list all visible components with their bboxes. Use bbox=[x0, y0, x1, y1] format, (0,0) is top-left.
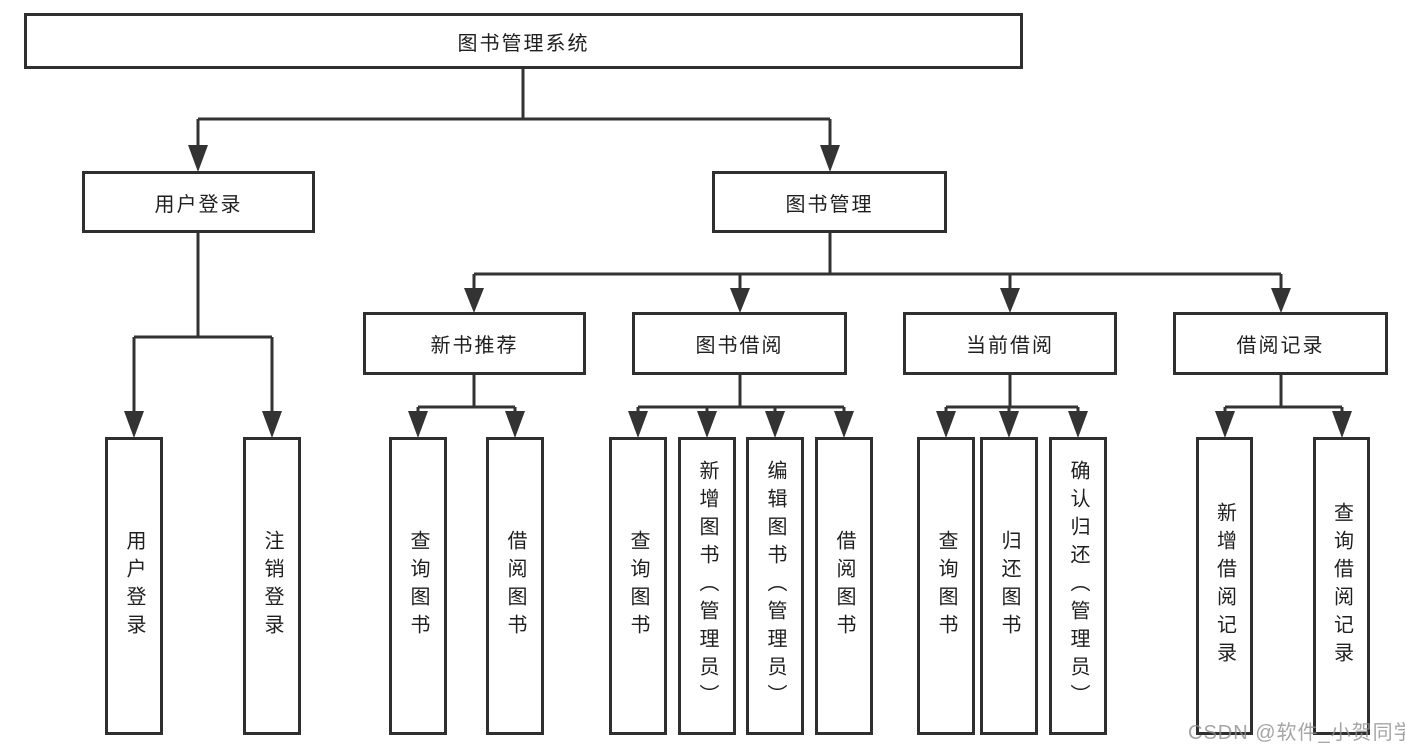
leaf-logout: 注销登录 bbox=[243, 437, 301, 735]
arrowheads bbox=[124, 145, 1352, 438]
node-label: 当前借阅 bbox=[966, 335, 1054, 357]
leaf-records-query-record: 查询借阅记录 bbox=[1313, 437, 1370, 735]
node-library-management-system: 图书管理系统 bbox=[24, 13, 1023, 69]
leaf-user-login: 用户登录 bbox=[105, 437, 163, 735]
node-new-book-recommendation: 新书推荐 bbox=[363, 312, 586, 375]
node-label: 借阅图书 bbox=[504, 530, 526, 642]
node-label: 借阅记录 bbox=[1236, 335, 1325, 357]
leaf-borrowing-add-book-admin: 新增图书（管理员） bbox=[678, 437, 736, 735]
connector-segments bbox=[132, 69, 1344, 413]
node-label: 用户登录 bbox=[123, 530, 145, 642]
leaf-borrowing-edit-book-admin: 编辑图书（管理员） bbox=[746, 437, 804, 735]
node-label: 图书借阅 bbox=[695, 335, 784, 357]
node-label: 查询图书 bbox=[407, 530, 429, 642]
node-label: 归还图书 bbox=[998, 530, 1020, 642]
leaf-current-return-books: 归还图书 bbox=[980, 437, 1038, 735]
node-label: 查询图书 bbox=[935, 530, 957, 642]
node-book-borrowing: 图书借阅 bbox=[632, 312, 847, 375]
node-borrowing-records: 借阅记录 bbox=[1173, 312, 1388, 375]
node-label: 新增借阅记录 bbox=[1213, 502, 1236, 670]
csdn-watermark: CSDN @软件_小贺同学 bbox=[1188, 722, 1405, 744]
node-label: 注销登录 bbox=[261, 530, 283, 642]
node-book-management: 图书管理 bbox=[712, 171, 947, 233]
node-label: 查询图书 bbox=[627, 530, 649, 642]
leaf-current-confirm-return-admin: 确认归还（管理员） bbox=[1049, 437, 1107, 735]
node-user-login: 用户登录 bbox=[82, 171, 315, 233]
node-label: 用户登录 bbox=[154, 193, 243, 216]
node-label: 编辑图书（管理员） bbox=[764, 460, 786, 712]
leaf-records-add-record: 新增借阅记录 bbox=[1196, 437, 1253, 735]
leaf-borrowing-borrow-books: 借阅图书 bbox=[815, 437, 873, 735]
node-label: 图书管理系统 bbox=[457, 32, 590, 55]
leaf-newbooks-query-books: 查询图书 bbox=[389, 437, 447, 735]
node-label: 新书推荐 bbox=[430, 335, 519, 357]
leaf-borrowing-query-books: 查询图书 bbox=[609, 437, 667, 735]
node-label: 图书管理 bbox=[785, 193, 874, 216]
node-label: 确认归还（管理员） bbox=[1067, 460, 1089, 712]
node-label: 借阅图书 bbox=[833, 530, 855, 642]
leaf-newbooks-borrow-books: 借阅图书 bbox=[486, 437, 544, 735]
node-label: 查询借阅记录 bbox=[1330, 502, 1353, 670]
leaf-current-query-books: 查询图书 bbox=[917, 437, 975, 735]
node-label: 新增图书（管理员） bbox=[696, 460, 718, 712]
node-current-borrowing: 当前借阅 bbox=[903, 312, 1117, 375]
